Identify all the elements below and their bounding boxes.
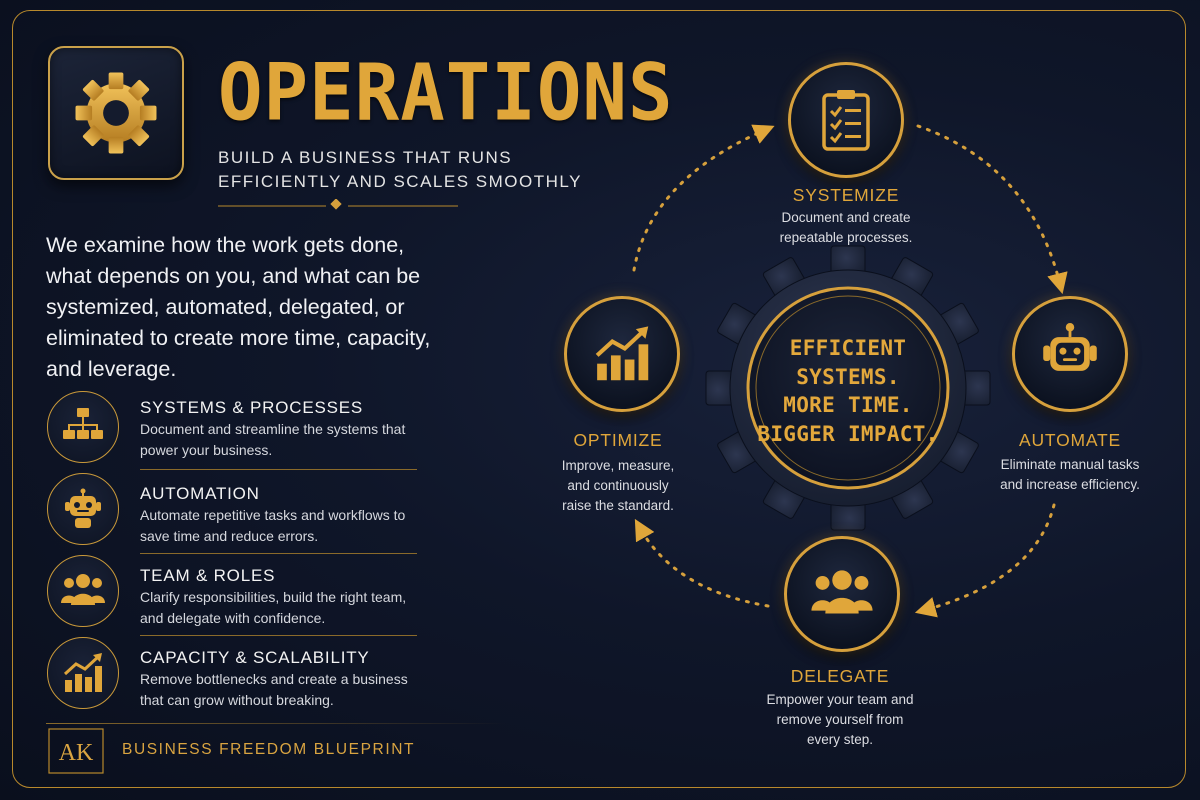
description-line: and increase efficiency. xyxy=(1000,477,1140,492)
growth-chart-icon-badge xyxy=(47,637,119,709)
delegate-node xyxy=(784,536,900,652)
optimize-node xyxy=(564,296,680,412)
arrow-systemize-to-automate xyxy=(916,124,1068,295)
center-text-line: MORE TIME. xyxy=(783,393,913,417)
gear-icon xyxy=(75,72,157,154)
automate-title: AUTOMATE xyxy=(1018,430,1121,450)
arrow-delegate-to-optimize xyxy=(634,518,770,608)
central-gear xyxy=(705,245,991,531)
description-line: raise the standard. xyxy=(562,498,674,513)
footer-brand: BUSINESS FREEDOM BLUEPRINT xyxy=(122,741,416,758)
feature-description: Automate repetitive tasks and workflows … xyxy=(140,507,406,544)
description-line: Eliminate manual tasks xyxy=(1000,457,1140,472)
arrow-optimize-to-systemize xyxy=(632,124,775,272)
description-line: Empower your team and xyxy=(766,692,914,707)
optimize-title: OPTIMIZE xyxy=(573,430,663,450)
description-line: and continuously xyxy=(567,478,669,493)
feature-description: Document and streamline the systems that… xyxy=(140,421,406,458)
growth-chart-icon xyxy=(595,326,649,381)
feature-description: Clarify responsibilities, build the righ… xyxy=(140,589,407,626)
center-text-line: SYSTEMS. xyxy=(796,364,900,389)
ak-logo: AK xyxy=(48,728,104,774)
description-line: every step. xyxy=(806,732,874,747)
automate-description: Eliminate manual tasks and increase effi… xyxy=(970,455,1170,495)
team-icon-badge xyxy=(47,555,119,627)
feature-divider xyxy=(140,553,417,554)
feature-divider xyxy=(140,469,417,470)
description-line: Document and create xyxy=(781,210,911,225)
robot-icon-badge xyxy=(47,473,119,545)
org-chart-icon-badge xyxy=(47,391,119,463)
robot-icon xyxy=(65,488,101,528)
footer-divider xyxy=(46,723,506,724)
page-subtitle: BUILD A BUSINESS THAT RUNS EFFICIENTLY A… xyxy=(218,146,618,194)
org-chart-icon xyxy=(63,408,103,439)
feature-description: Remove bottlenecks and create a business… xyxy=(140,671,408,708)
feature-title: TEAM & ROLES xyxy=(140,566,276,585)
center-text-line: EFFICIENT xyxy=(789,336,907,360)
description-line: remove yourself from xyxy=(776,712,904,727)
description-line: Improve, measure, xyxy=(561,458,675,473)
feature-divider xyxy=(140,635,417,636)
team-icon xyxy=(61,574,105,605)
feature-title: AUTOMATION xyxy=(140,484,260,503)
center-gear-text: EFFICIENT SYSTEMS. MORE TIME. BIGGER IMP… xyxy=(748,334,948,448)
team-icon xyxy=(811,570,873,614)
delegate-description: Empower your team and remove yourself fr… xyxy=(740,690,940,750)
robot-icon xyxy=(1043,323,1097,371)
checklist-icon xyxy=(822,90,870,151)
feature-title: SYSTEMS & PROCESSES xyxy=(140,398,364,417)
subtitle-line-2: EFFICIENTLY AND SCALES SMOOTHLY xyxy=(218,172,582,191)
page-title: OPERATIONS xyxy=(218,47,674,139)
feature-title: CAPACITY & SCALABILITY xyxy=(140,648,370,667)
delegate-title: DELEGATE xyxy=(790,666,890,686)
diamond-divider xyxy=(218,199,458,210)
center-text-line: BIGGER IMPACT. xyxy=(757,421,939,446)
ak-logo-text: AK xyxy=(59,740,94,766)
systemize-node xyxy=(788,62,904,178)
automate-node xyxy=(1012,296,1128,412)
systemize-description: Document and create repeatable processes… xyxy=(746,208,946,248)
arrow-automate-to-delegate xyxy=(914,503,1056,618)
intro-paragraph: We examine how the work gets done, what … xyxy=(46,233,431,381)
gear-icon-tile xyxy=(48,46,184,180)
subtitle-line-1: BUILD A BUSINESS THAT RUNS xyxy=(218,148,513,167)
growth-chart-icon xyxy=(63,653,102,692)
description-line: repeatable processes. xyxy=(779,230,913,245)
optimize-description: Improve, measure, and continuously raise… xyxy=(518,456,718,516)
systemize-title: SYSTEMIZE xyxy=(792,185,900,205)
gold-frame-border xyxy=(12,10,1186,788)
